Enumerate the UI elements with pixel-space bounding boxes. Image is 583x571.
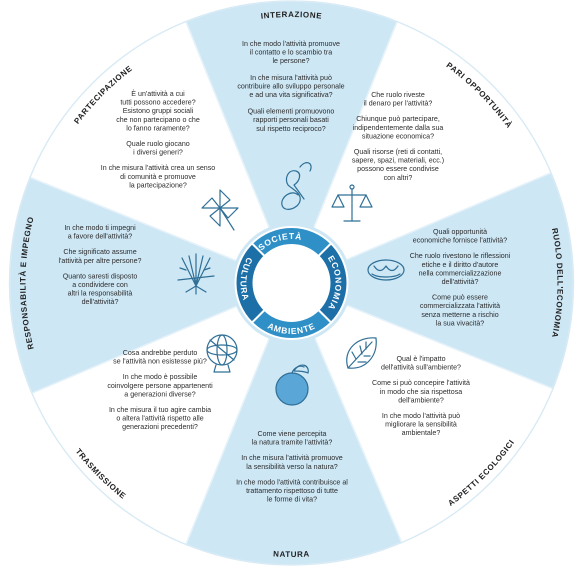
question-line: In che misura l'attività crea un senso	[101, 164, 216, 172]
question-line: Che ruolo riveste	[371, 91, 425, 99]
question-line: le forme di vita?	[267, 496, 317, 504]
question-line: nella commercializzazione	[419, 269, 502, 277]
question-line: generazioni precedenti?	[122, 423, 198, 431]
pinwheel-icon	[201, 189, 239, 231]
armillary-sphere-icon	[206, 334, 238, 373]
question-line: la sua vivacità?	[436, 319, 485, 327]
question-line: in modo che sia rispettosa	[380, 388, 462, 396]
question-line: che non partecipano o che	[116, 116, 200, 124]
center-hub	[253, 245, 330, 321]
question-line: Che significato assume	[63, 248, 136, 256]
question-line: Chiunque può partecipare,	[356, 115, 440, 123]
question-line: a condividere con	[72, 281, 128, 289]
question-line: trattamento rispettoso di tutte	[246, 487, 338, 495]
question-line: se l'attività non esistesse più?	[113, 358, 207, 366]
question-line: dell'attività?	[82, 298, 119, 306]
question-line: Come si può concepire l'attività	[372, 379, 470, 387]
question-line: Cosa andrebbe perduto	[123, 349, 198, 357]
question-line: lo fanno raramente?	[126, 124, 190, 132]
question-line: coinvolgere persone appartenenti	[107, 382, 213, 390]
question-line: indipendentemente dalla sua	[353, 124, 444, 132]
question-line: con altri?	[384, 174, 413, 182]
question-line: tutti possono accedere?	[120, 99, 195, 107]
question-line: Come può essere	[432, 294, 488, 302]
question-line: Qual è l'impatto	[396, 355, 445, 363]
question-line: dell'ambiente?	[398, 396, 444, 404]
question-line: o altera l'attività rispetto alle	[116, 415, 203, 423]
question-line: In che modo è possibile	[123, 373, 198, 381]
question-line: la partecipazione?	[129, 181, 187, 189]
question-line: i diversi generi?	[133, 149, 183, 157]
question-line: Quali elementi promuovono	[248, 108, 335, 116]
center-ring	[234, 226, 349, 340]
fruit-icon	[275, 364, 309, 406]
question-line: possono essere condivise	[357, 165, 439, 173]
question-line: ambientale?	[402, 429, 441, 437]
question-line: sul rispetto reciproco?	[256, 125, 325, 133]
question-line: senza metterne a rischio	[421, 311, 498, 319]
question-line: dell'attività sull'ambiente?	[381, 364, 461, 372]
leaf-icon	[346, 337, 377, 369]
question-line: la natura tramite l'attività?	[252, 439, 333, 447]
question-line: In che modo ti impegni	[64, 224, 136, 232]
question-line: la sensibilità verso la natura?	[246, 463, 338, 471]
question-line: a generazioni diverse?	[124, 390, 195, 398]
question-line: In che misura l'attività promuove	[241, 454, 343, 462]
question-line: situazione economica?	[362, 132, 434, 140]
question-line: Quanto saresti disposto	[63, 272, 138, 280]
wheat-sheaf-icon	[177, 253, 215, 295]
question-line: In che misura il tuo agire cambia	[109, 406, 211, 414]
segment-title-5: NATURA	[273, 549, 310, 559]
question-line: altri la responsabilità	[68, 290, 133, 298]
segment-icons	[177, 162, 405, 406]
question-line: In che modo l'attività promuove	[242, 40, 340, 48]
question-line: È un'attività a cui	[131, 89, 185, 98]
bread-icon	[367, 259, 405, 281]
question-line: In che modo l'attività contribuisce al	[236, 478, 348, 486]
segment-title-1: INTERAZIONE	[260, 10, 322, 21]
question-line: Quali risorse (reti di contatti,	[354, 148, 442, 156]
question-line: di comunità e promuove	[120, 173, 196, 181]
question-line: il denaro per l'attività?	[364, 100, 433, 108]
question-line: commercializzata l'attività	[420, 302, 500, 310]
question-line: In che misura l'attività può	[250, 74, 332, 82]
question-line: economiche fornisce l'attività?	[413, 237, 507, 245]
question-line: In che modo l'attività può	[382, 412, 460, 420]
question-line: rapporti personali basati	[253, 116, 329, 124]
question-line: Esistono gruppi sociali	[123, 107, 194, 115]
question-line: Quali opportunità	[433, 228, 487, 236]
question-line: Quale ruolo giocano	[126, 140, 190, 148]
ampersand-icon	[281, 162, 312, 210]
question-line: etiche e il diritto d'autore	[422, 261, 499, 269]
question-line: a favore dell'attività?	[68, 233, 133, 241]
question-line: migliorare la sensibilità	[385, 421, 457, 429]
question-line: il contatto e lo scambio tra	[250, 49, 332, 57]
scales-icon	[331, 184, 373, 222]
question-line: sapere, spazi, materiali, ecc.)	[352, 157, 444, 165]
question-line: contribuire allo sviluppo personale	[237, 82, 344, 90]
outer-rim	[9, 0, 574, 566]
question-line: dell'attività?	[442, 278, 479, 286]
question-line: Che ruolo rivestono le riflessioni	[410, 252, 511, 260]
question-line: e ad una vita significativa?	[249, 91, 332, 99]
question-line: l'attività per altre persone?	[59, 257, 142, 265]
question-line: Come viene percepita	[257, 430, 326, 438]
question-line: le persone?	[272, 57, 309, 65]
center-label-ambiente: AMBIENTE	[266, 321, 317, 337]
